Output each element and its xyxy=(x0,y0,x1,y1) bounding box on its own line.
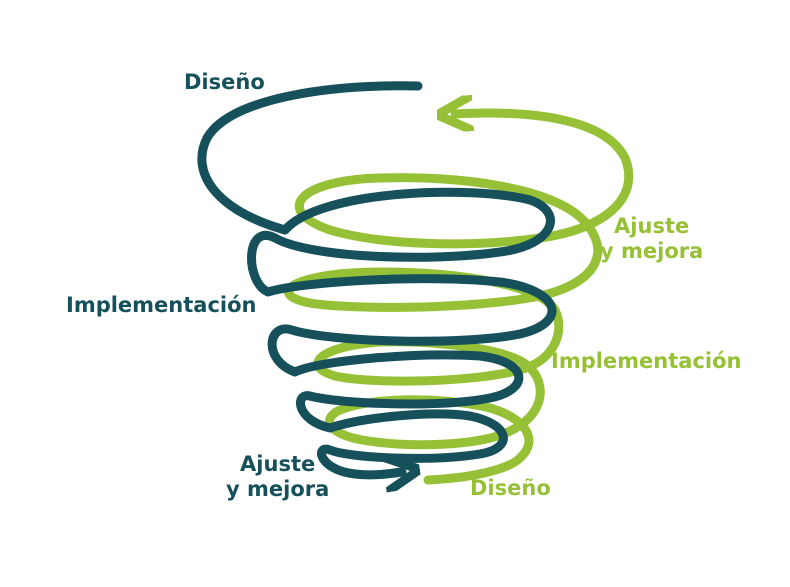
label-light-adjust-line2: y mejora xyxy=(600,239,704,264)
label-light-design: Diseño xyxy=(470,476,551,501)
label-light-adjust-line1: Ajuste xyxy=(614,214,690,238)
label-dark-adjust-line1: Ajuste xyxy=(240,452,316,476)
label-light-implementation: Implementación xyxy=(551,349,741,374)
label-dark-design: Diseño xyxy=(184,70,265,95)
label-light-adjust: Ajuste y mejora xyxy=(600,214,703,264)
dark-spiral-path xyxy=(197,81,557,475)
label-light-implementation-text: Implementación xyxy=(551,349,742,373)
label-dark-adjust: Ajuste y mejora xyxy=(226,452,329,502)
label-dark-design-text: Diseño xyxy=(184,70,265,94)
label-dark-implementation-text: Implementación xyxy=(66,293,257,317)
label-dark-implementation: Implementación xyxy=(66,293,256,318)
label-light-design-text: Diseño xyxy=(470,476,551,500)
label-dark-adjust-line2: y mejora xyxy=(226,477,330,502)
